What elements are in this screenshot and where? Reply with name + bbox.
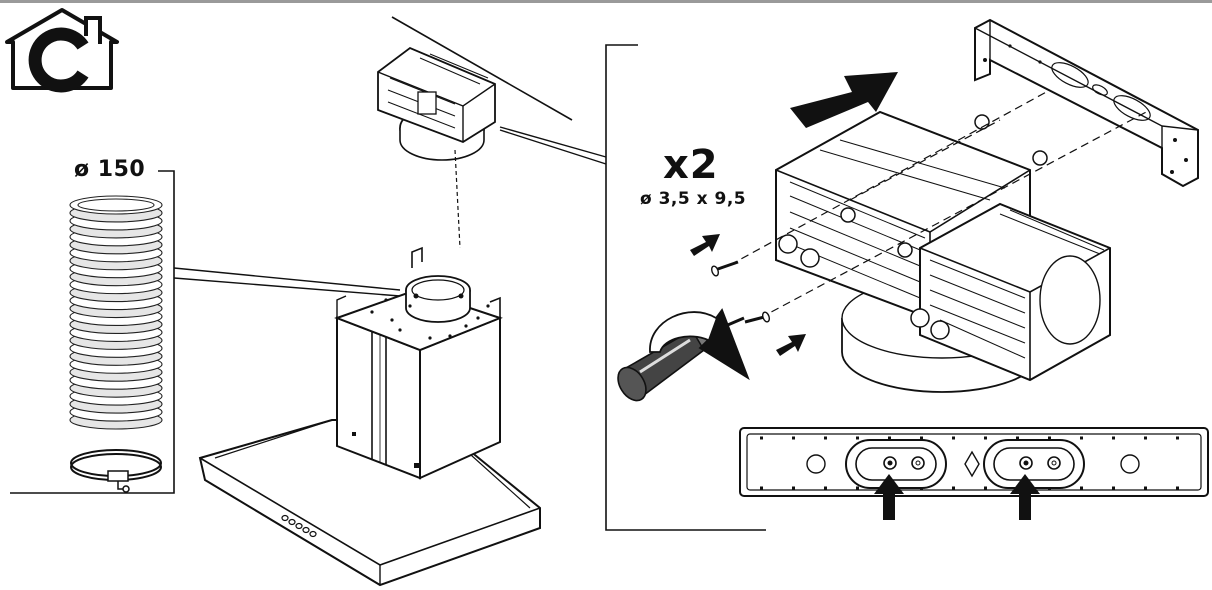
flexible-duct — [69, 195, 163, 430]
screw-bottom — [744, 311, 770, 324]
large-push-arrow-icon — [790, 72, 898, 128]
motor-module — [729, 89, 1151, 393]
slot-right — [983, 439, 1085, 489]
arrow-icon — [690, 234, 806, 356]
screw-size-label: ø 3,5 x 9,5 — [640, 189, 747, 209]
ceiling-motor-unit — [377, 16, 607, 249]
base-plate-detail — [739, 427, 1209, 520]
control-buttons — [281, 514, 317, 538]
screw-quantity-label: x2 — [663, 142, 719, 188]
wall-bracket — [974, 18, 1199, 188]
detail-bracket — [605, 44, 766, 531]
house-c-icon — [5, 8, 119, 93]
slot-left — [845, 439, 947, 489]
chimney-hood — [198, 246, 541, 587]
screw-top — [711, 260, 739, 277]
duct-bracket — [10, 170, 401, 494]
hose-clamp — [70, 449, 162, 493]
up-arrow-icon — [874, 474, 1040, 520]
rotate-arrow-icon — [649, 308, 750, 381]
top-border — [0, 0, 1212, 3]
duct-diameter-label: ø 150 — [74, 157, 146, 182]
